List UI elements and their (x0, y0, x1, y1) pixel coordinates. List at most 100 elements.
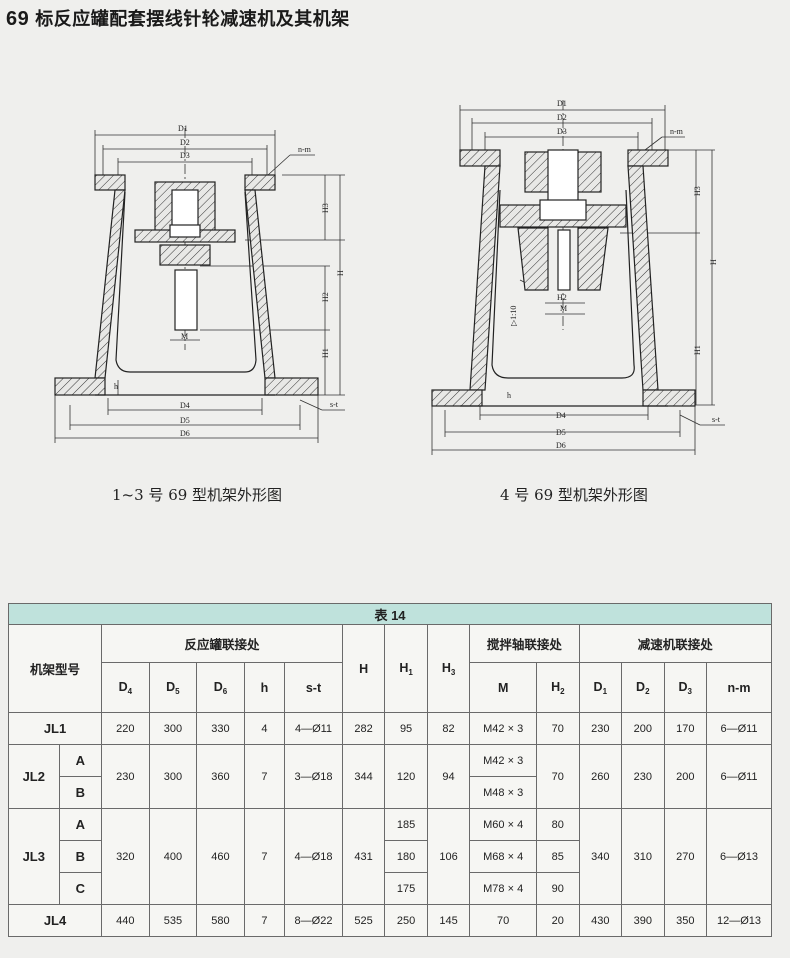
left-m-label: M (181, 332, 188, 341)
right-m-label: M (560, 304, 567, 313)
left-d1-label: D1 (178, 124, 188, 133)
cell: 230 (621, 744, 665, 809)
cell: 94 (426, 744, 471, 809)
cell: 185 (384, 808, 428, 841)
cell: M42 × 3 (469, 744, 538, 777)
row-label-jl3: JL3 (8, 808, 60, 905)
cell: 340 (578, 808, 623, 905)
cell: 330 (196, 712, 245, 745)
cell: 230 (101, 744, 150, 809)
right-taper-label: ▷1:10 (509, 306, 518, 326)
cell: 344 (341, 744, 386, 809)
header-d4: D4 (101, 662, 150, 713)
cell: 580 (196, 904, 245, 937)
header-D2: D2 (621, 662, 665, 713)
left-h-label: H (336, 270, 345, 276)
cell: M42 × 3 (469, 712, 538, 745)
header-h: h (243, 662, 286, 713)
cell: 350 (663, 904, 708, 937)
table-row: JL2 A 230 300 360 7 3—Ø18 344 120 94 M42… (8, 744, 772, 809)
left-nm-label: n-m (298, 145, 312, 154)
cell: 320 (101, 808, 150, 905)
cell: 525 (341, 904, 386, 937)
cell: 175 (384, 872, 428, 905)
cell: 95 (384, 712, 428, 745)
right-d6-label: D6 (556, 441, 566, 450)
cell: 310 (621, 808, 665, 905)
cell: 430 (578, 904, 623, 937)
cell: 90 (536, 872, 580, 905)
right-h-label: H (709, 259, 718, 265)
cell: 170 (663, 712, 708, 745)
cell: 7 (243, 808, 286, 905)
left-st-label: s-t (330, 400, 339, 409)
right-d2-label: D2 (557, 113, 567, 122)
cell: 250 (384, 904, 428, 937)
cell: M48 × 3 (469, 776, 538, 809)
cell: 7 (243, 904, 286, 937)
cell: 390 (621, 904, 665, 937)
cell: 460 (196, 808, 245, 905)
table-row: JL3 A 320 400 460 7 4—Ø18 431 185 106 M6… (8, 808, 772, 905)
cell: 360 (196, 744, 245, 809)
cell: 260 (578, 744, 623, 809)
table-row: B M48 × 3 (9, 776, 772, 809)
left-d6-label: D6 (180, 429, 190, 438)
left-d2-label: D2 (180, 138, 190, 147)
page-number: 69 (6, 8, 30, 30)
table-row: C 175 M78 × 4 90 (9, 872, 772, 905)
cell: 200 (663, 744, 708, 809)
right-d3-label: D3 (557, 127, 567, 136)
cell: 431 (341, 808, 386, 905)
page-heading: 标反应罐配套摆线针轮减速机及其机架 (35, 9, 350, 30)
cell: M60 × 4 (469, 808, 538, 841)
cell: 85 (536, 840, 580, 873)
cell: 4—Ø11 (284, 712, 343, 745)
right-h1-label: H1 (693, 345, 702, 355)
cell: 70 (536, 712, 580, 745)
right-h3-label: H3 (693, 186, 702, 196)
right-d5-label: D5 (556, 428, 566, 437)
right-nm-label: n-m (670, 127, 684, 136)
cell: 300 (148, 744, 198, 809)
right-h2-label: H2 (557, 293, 567, 302)
right-d4-label: D4 (556, 411, 566, 420)
header-H1: H1 (384, 624, 428, 713)
row-label-jl4: JL4 (7, 904, 103, 937)
header-H: H (341, 624, 386, 713)
cell: 400 (148, 808, 198, 905)
cell: 535 (148, 904, 198, 937)
header-shaft: 搅拌轴联接处 (469, 624, 580, 663)
cell: 200 (621, 712, 665, 745)
right-st-label: s-t (712, 415, 721, 424)
cell: 8—Ø22 (284, 904, 343, 937)
table-row: B 180 M68 × 4 85 (9, 840, 772, 873)
cell: 270 (663, 808, 708, 905)
cell: 70 (469, 904, 538, 937)
row-label-jl1: JL1 (7, 712, 103, 745)
cell: 82 (426, 712, 471, 745)
cell: 6—Ø11 (706, 744, 772, 809)
right-frame-drawing: D1 D2 D3 n-m H3 H H1 H2 M ▷1:10 h D4 D5 … (431, 99, 725, 455)
cell: 80 (536, 808, 580, 841)
cell: 145 (426, 904, 471, 937)
cell: 440 (101, 904, 150, 937)
table-row: JL1 220 300 330 4 4—Ø11 282 95 82 M42 × … (7, 712, 772, 745)
row-label-jl2: JL2 (8, 744, 60, 809)
left-d4-label: D4 (180, 401, 190, 410)
left-h2-label: H2 (321, 292, 330, 302)
cell: 300 (148, 712, 198, 745)
cell: 12—Ø13 (706, 904, 772, 937)
header-D1: D1 (578, 662, 623, 713)
header-H2: H2 (536, 662, 580, 713)
cell: 220 (101, 712, 150, 745)
left-h3-label: H3 (321, 203, 330, 213)
header-d5: D5 (148, 662, 198, 713)
header-H3: H3 (426, 624, 471, 713)
cell: 4—Ø18 (284, 808, 343, 905)
header-M: M (469, 662, 538, 713)
row-sublabel: A (58, 808, 103, 841)
left-d5-label: D5 (180, 416, 190, 425)
cell: 282 (341, 712, 386, 745)
